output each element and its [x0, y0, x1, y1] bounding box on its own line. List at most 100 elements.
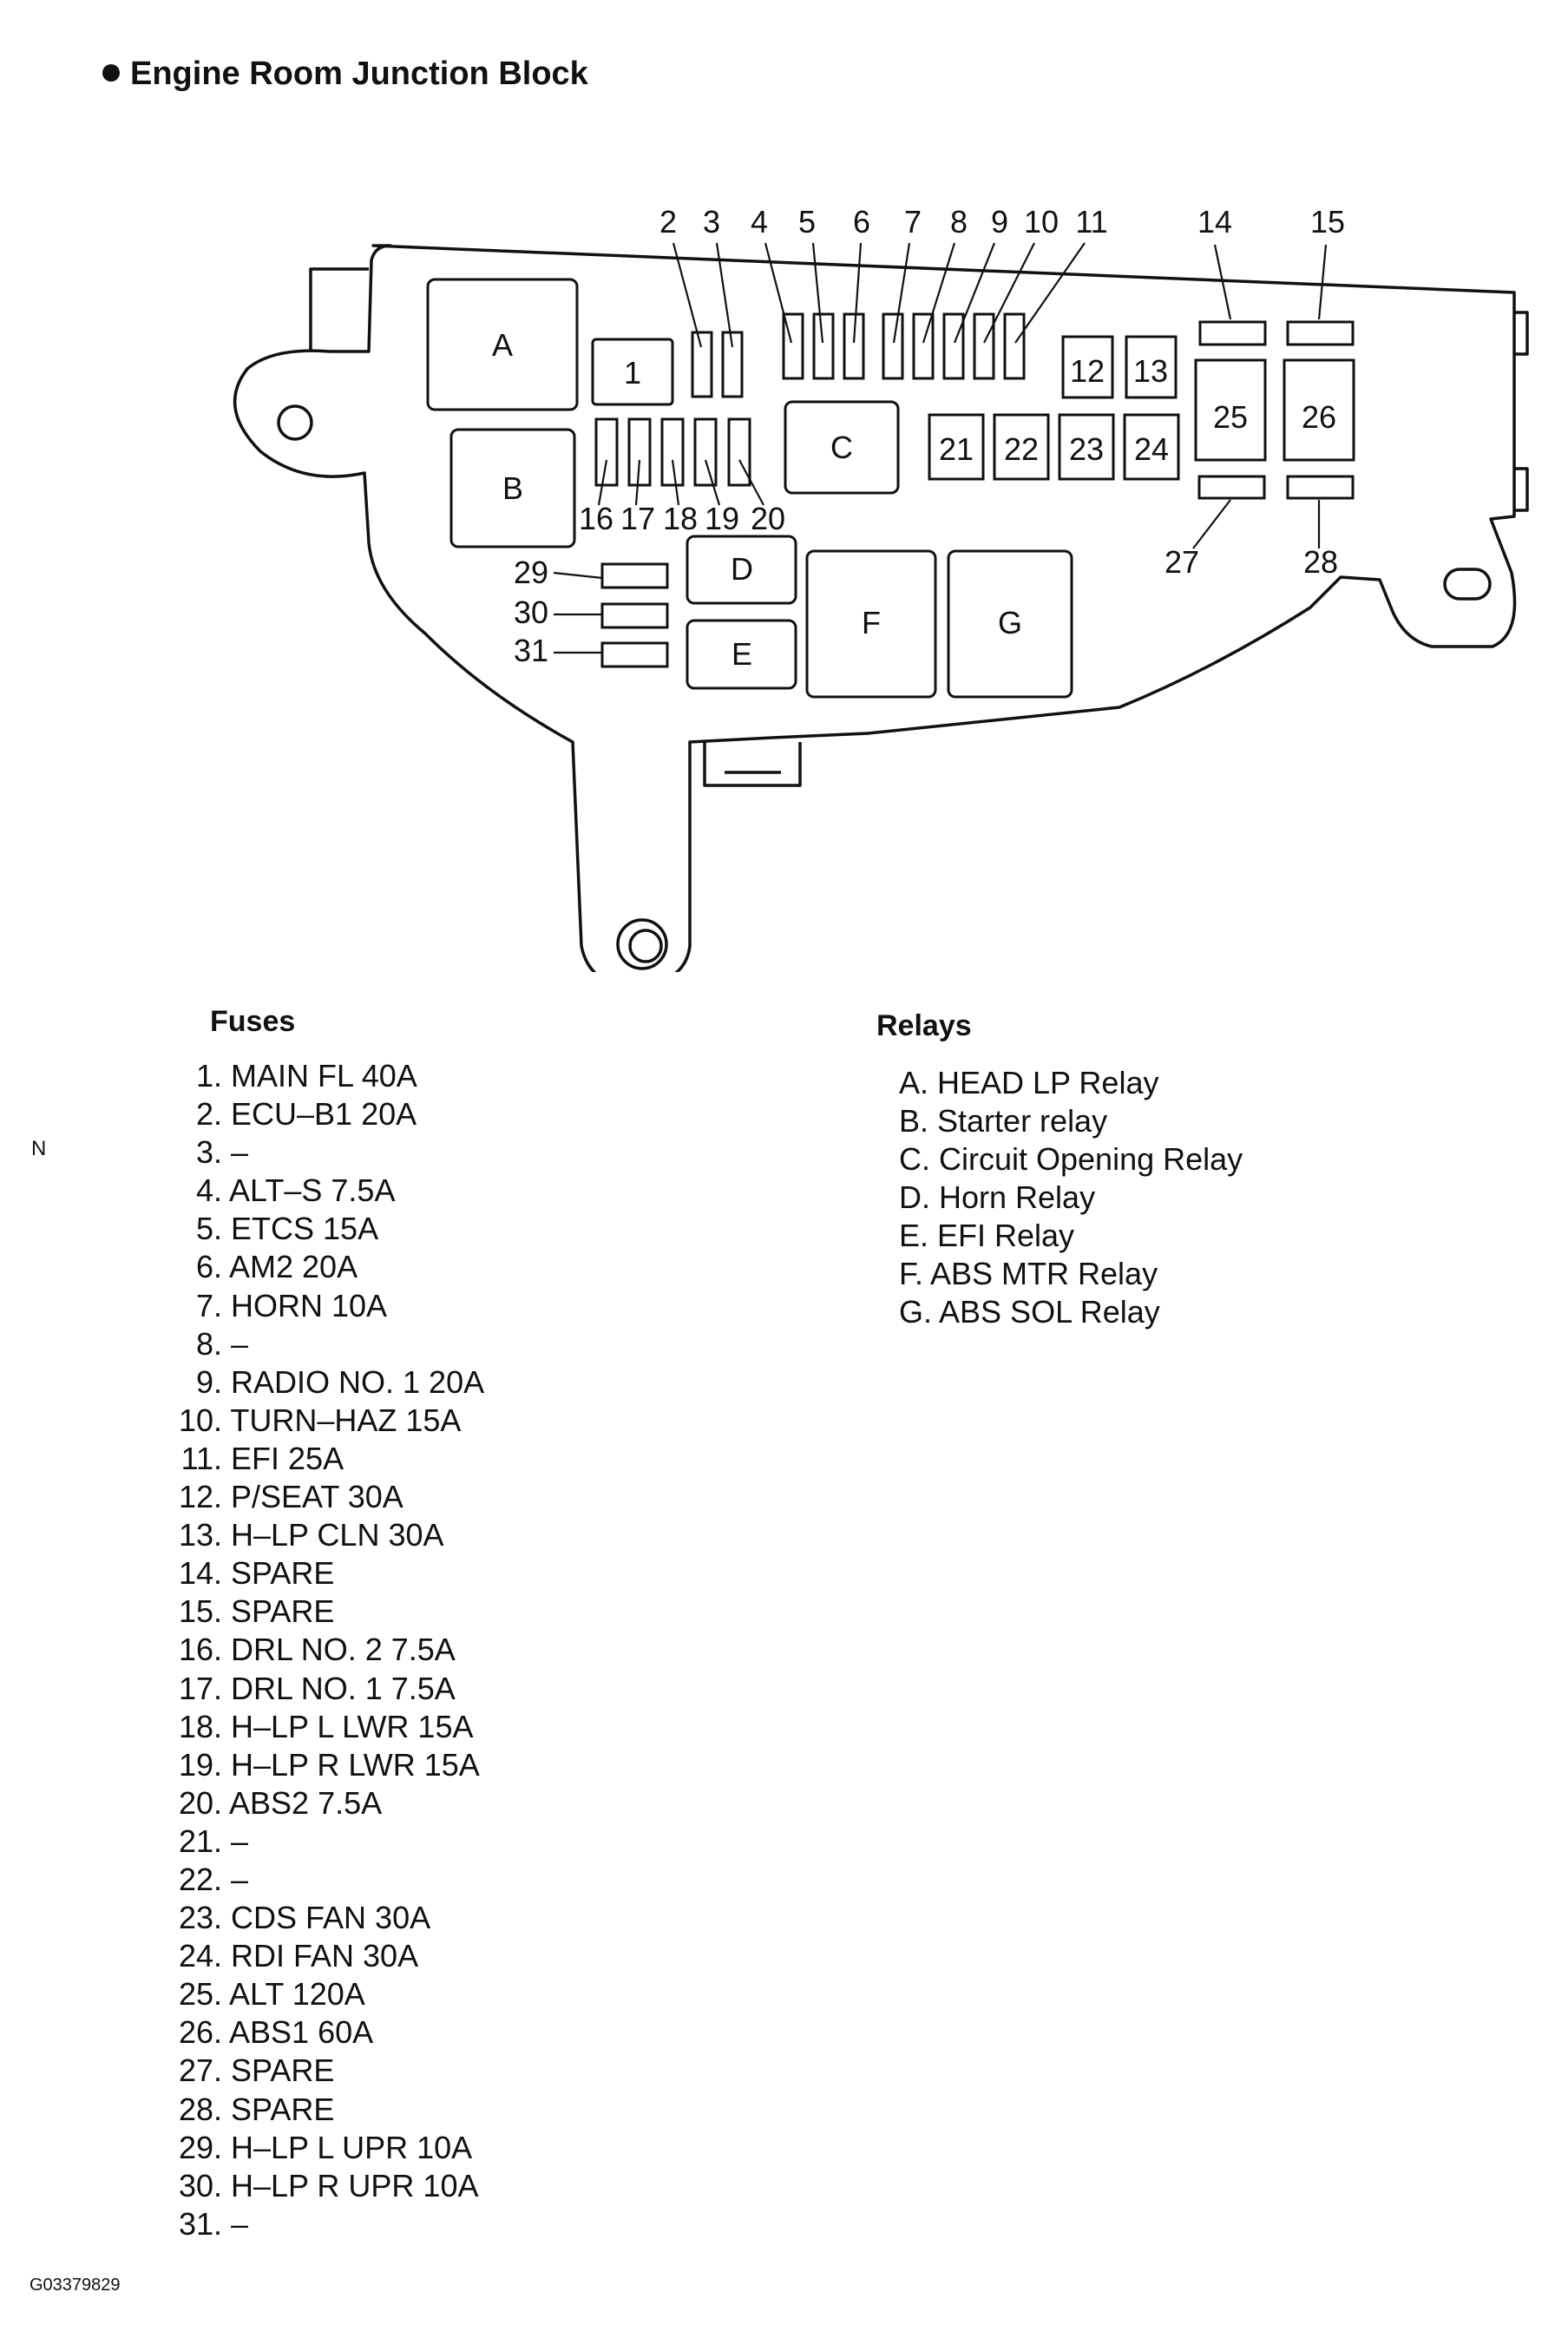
- fuse-item-text: H–LP CLN 30A: [231, 1517, 444, 1553]
- relay-label-B: B: [502, 470, 523, 506]
- fuse-item-text: –: [231, 1134, 249, 1171]
- fuse-26: [1283, 358, 1355, 462]
- fuse-18: [660, 417, 685, 487]
- fuse-label-3: 3: [703, 204, 720, 240]
- relay-list-item: F. ABS MTR Relay: [899, 1256, 1158, 1291]
- fuse-label-29: 29: [514, 555, 548, 590]
- fuse-7: [882, 312, 904, 380]
- fuse-label-16: 16: [579, 501, 613, 536]
- fuse-list-item: 25. ALT 120A: [161, 1975, 484, 2013]
- fuse-list-item: 26. ABS1 60A: [161, 2013, 484, 2052]
- fuse-list-item: 3. –: [161, 1133, 484, 1172]
- fuse-31: [600, 641, 669, 668]
- fuse-item-number: 4.: [195, 1172, 222, 1209]
- fuse-item-number: 1.: [195, 1058, 222, 1093]
- right-tab-bottom: [1514, 467, 1529, 512]
- page-title: Engine Room Junction Block: [102, 56, 588, 93]
- fuse-list-item: 8. –: [161, 1325, 484, 1363]
- fuse-list-item: 13. H–LP CLN 30A: [161, 1516, 484, 1554]
- mount-hole-left: [277, 404, 313, 441]
- relay-label-D: D: [731, 551, 753, 587]
- fuse-label-23: 23: [1069, 431, 1104, 467]
- fuse-label-14: 14: [1197, 204, 1232, 240]
- fuse-item-text: ECU–B1 20A: [231, 1096, 417, 1133]
- fuse-item-number: 24.: [178, 1938, 222, 1974]
- fuse-item-number: 8.: [195, 1325, 222, 1362]
- relay-list-item: G. ABS SOL Relay: [899, 1294, 1160, 1330]
- fuse-list-item: 18. H–LP L LWR 15A: [161, 1708, 484, 1746]
- fuse-label-2: 2: [659, 204, 677, 240]
- fuse-item-text: SPARE: [231, 2052, 335, 2089]
- fuse-label-10: 10: [1024, 204, 1059, 240]
- relay-F: [805, 549, 937, 699]
- fuse-label-20: 20: [751, 501, 785, 536]
- fuse-list-item: 5. ETCS 15A: [161, 1210, 484, 1248]
- fuse-30: [600, 602, 669, 629]
- fuse-list-item: 21. –: [161, 1822, 484, 1861]
- fuse-23: [1058, 413, 1115, 481]
- fuse-list-item: 16. DRL NO. 2 7.5A: [161, 1631, 484, 1669]
- relay-label-F: F: [862, 605, 881, 640]
- fuse-label-12: 12: [1070, 353, 1105, 389]
- fuse-list-item: 23. CDS FAN 30A: [161, 1899, 484, 1937]
- fuse-item-number: 10.: [178, 1402, 222, 1438]
- fuse-label-31: 31: [514, 633, 548, 668]
- fuse-list-item: 19. H–LP R LWR 15A: [161, 1746, 484, 1784]
- fuse-item-text: –: [231, 1822, 249, 1859]
- fuse-label-5: 5: [798, 204, 816, 240]
- fuse-list-item: 27. SPARE: [161, 2052, 484, 2090]
- fuse-item-number: 27.: [178, 2052, 222, 2089]
- fuse-22: [993, 413, 1050, 481]
- fuse-item-number: 16.: [178, 1632, 222, 1668]
- fuse-28: [1286, 475, 1355, 500]
- fuse-item-text: ALT 120A: [229, 1976, 365, 2013]
- fuse-item-text: –: [231, 1325, 249, 1362]
- relay-list-item: B. Starter relay: [899, 1103, 1108, 1139]
- fuse-item-text: SPARE: [231, 1555, 335, 1592]
- fuse-item-number: 23.: [178, 1900, 222, 1936]
- fuse-item-number: 3.: [195, 1134, 222, 1171]
- fuse-list-item: 17. DRL NO. 1 7.5A: [161, 1670, 484, 1708]
- relay-D: [686, 535, 797, 605]
- relay-E: [686, 619, 797, 690]
- fuse-11: [1003, 312, 1026, 380]
- fuse-item-text: AM2 20A: [229, 1249, 358, 1285]
- fuse-label-15: 15: [1310, 204, 1345, 240]
- fuse-item-text: H–LP L LWR 15A: [231, 1708, 474, 1744]
- fuse-item-text: –: [231, 2205, 249, 2242]
- relay-B: [449, 428, 576, 548]
- fuse-list-item: 24. RDI FAN 30A: [161, 1937, 484, 1975]
- fuse-item-number: 7.: [195, 1287, 222, 1323]
- fuse-item-number: 29.: [178, 2129, 222, 2165]
- fuse-item-text: HORN 10A: [231, 1287, 388, 1323]
- fuse-list-item: 6. AM2 20A: [161, 1248, 484, 1286]
- relay-label-E: E: [732, 636, 752, 672]
- relay-A: [426, 278, 579, 411]
- fuse-item-text: SPARE: [231, 1593, 335, 1630]
- fuse-item-number: 31.: [178, 2205, 222, 2242]
- fuse-19: [693, 417, 718, 487]
- fuse-list-item: 28. SPARE: [161, 2091, 484, 2129]
- fuse-item-text: ABS1 60A: [229, 2014, 374, 2051]
- fuse-item-text: TURN–HAZ 15A: [230, 1402, 462, 1438]
- relay-list-item: D. Horn Relay: [899, 1179, 1096, 1215]
- fuse-label-22: 22: [1004, 431, 1039, 467]
- side-tab: [309, 267, 369, 351]
- fuse-item-text: MAIN FL 40A: [231, 1058, 417, 1093]
- fuse-item-number: 5.: [195, 1211, 222, 1247]
- fuse-label-11: 11: [1075, 204, 1107, 240]
- mount-hole-right: [1443, 568, 1492, 601]
- fuse-list-item: 10. TURN–HAZ 15A: [161, 1402, 484, 1440]
- fuse-label-30: 30: [514, 594, 548, 630]
- fuse-item-number: 30.: [178, 2167, 222, 2203]
- fuse-1: [591, 338, 674, 406]
- fuse-item-number: 2.: [195, 1096, 222, 1133]
- fuse-item-number: 28.: [178, 2091, 222, 2127]
- fuse-10: [973, 312, 995, 380]
- fuse-2: [691, 331, 713, 398]
- fuse-item-text: CDS FAN 30A: [231, 1900, 431, 1936]
- fuse-17: [627, 417, 652, 487]
- fuse-list-item: 2. ECU–B1 20A: [161, 1095, 484, 1133]
- fuse-list-item: 1. MAIN FL 40A: [161, 1057, 484, 1095]
